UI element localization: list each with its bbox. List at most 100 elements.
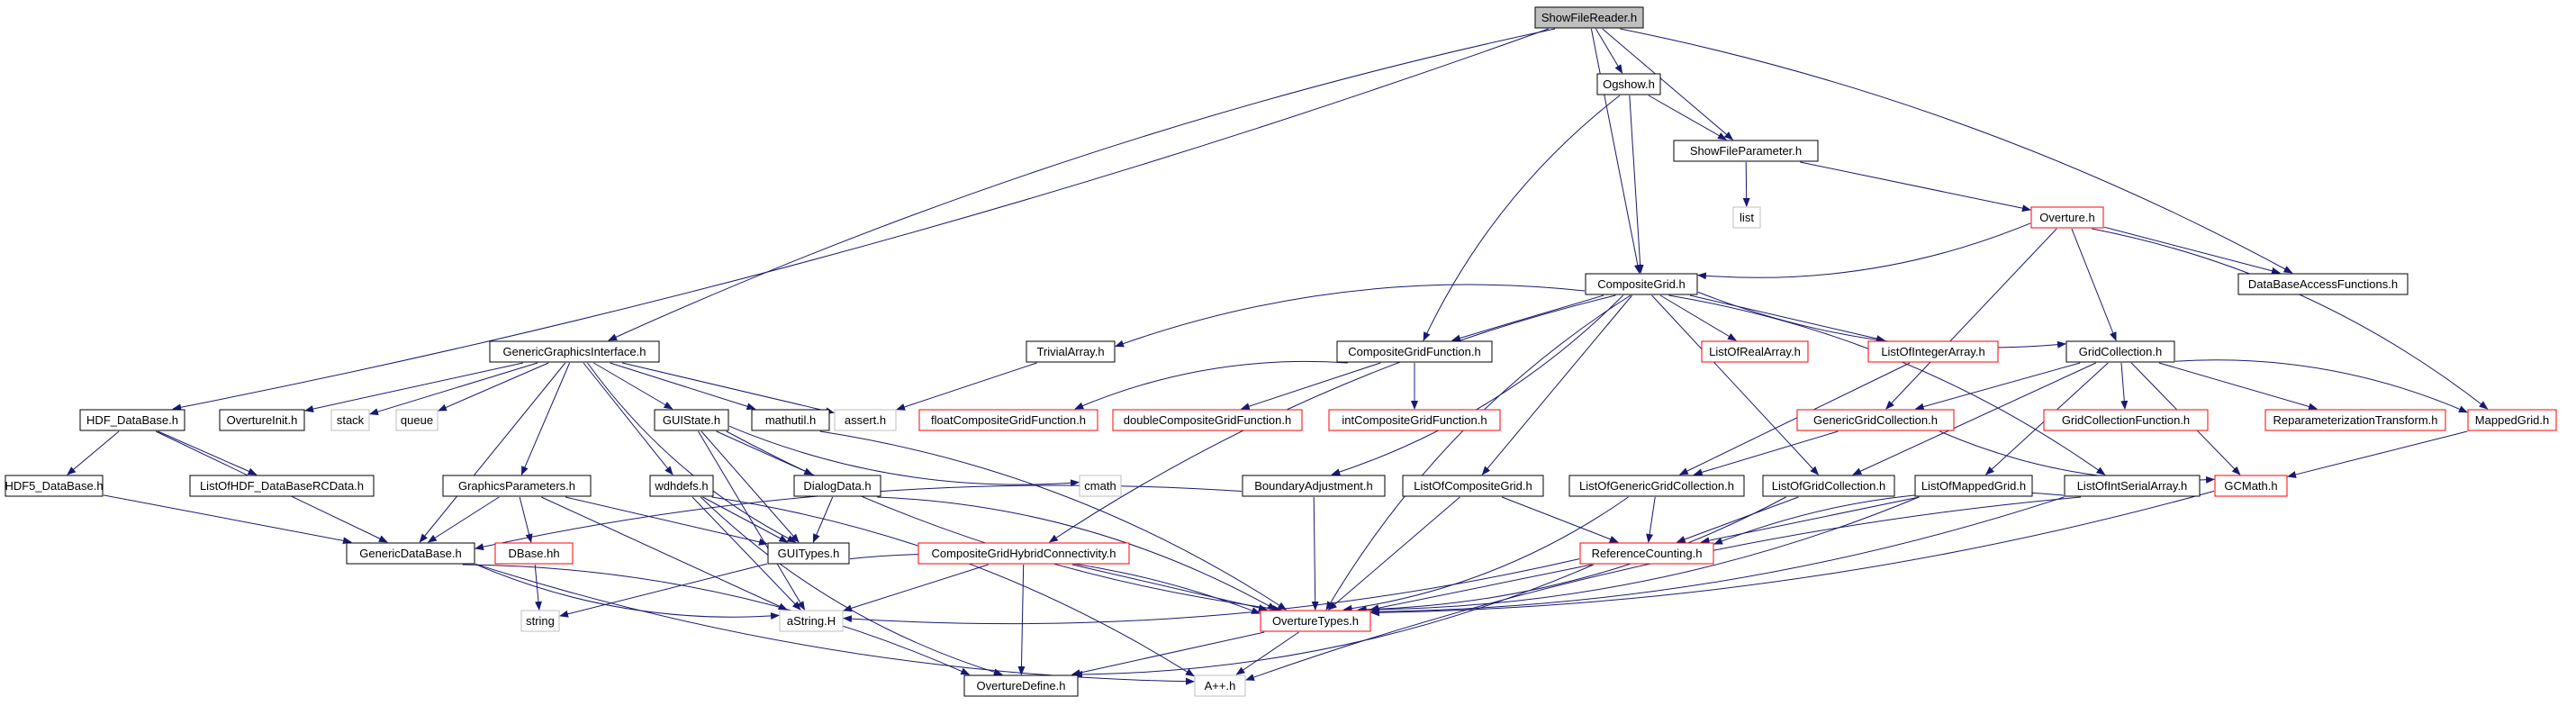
node-listofintserialarray[interactable]: ListOfIntSerialArray.h [2064,475,2201,497]
edge-compositegrid-to-listofintserialarray [1668,294,2106,475]
edge-cghybrid-to-overturedefine [1017,564,1026,675]
node-overture[interactable]: Overture.h [2030,206,2104,229]
node-label: HDF5_DataBase.h [5,479,103,493]
edge-listofmappedgrid-to-overturetypes [1369,496,1920,613]
node-trivialarray[interactable]: TrivialArray.h [1026,340,1116,363]
edge-cgfunction-to-floatcgf [1074,360,1348,410]
node-listofgenericgridcollection[interactable]: ListOfGenericGridCollection.h [1568,475,1745,497]
node-cghybrid[interactable]: CompositeGridHybridConnectivity.h [917,542,1130,565]
node-floatcgf[interactable]: floatCompositeGridFunction.h [918,409,1098,431]
node-referencecounting[interactable]: ReferenceCounting.h [1579,542,1714,565]
node-box [918,409,1098,431]
node-box [1701,340,1809,363]
node-box [654,409,729,431]
node-dbaccess[interactable]: DataBaseAccessFunctions.h [2237,273,2409,295]
node-mappedgrid[interactable]: MappedGrid.h [2467,409,2557,431]
node-label: OvertureDefine.h [977,679,1066,692]
node-listofhdf[interactable]: ListOfHDF_DataBaseRCData.h [189,475,375,497]
node-ogshow[interactable]: Ogshow.h [1596,73,1661,95]
node-guitypes[interactable]: GUITypes.h [767,542,850,565]
node-box [1026,340,1116,363]
edge-ggi-to-mathutil [610,362,756,411]
edge-compositegrid-to-listofintegerarray [1689,294,1885,342]
node-listofgridcollection[interactable]: ListOfGridCollection.h [1762,475,1895,497]
node-box [1242,475,1386,497]
node-box [346,542,475,565]
node-graphicsparameters[interactable]: GraphicsParameters.h [442,475,592,497]
node-label: BoundaryAdjustment.h [1254,479,1373,493]
node-listofrealarray[interactable]: ListOfRealArray.h [1701,340,1809,363]
node-boundaryadjustment[interactable]: BoundaryAdjustment.h [1242,475,1386,497]
node-overturetypes[interactable]: OvertureTypes.h [1260,610,1371,632]
node-box [779,610,844,632]
node-label: TrivialArray.h [1036,345,1104,358]
edge-genericgridcollection-to-listofgenericgridcollection [1693,430,1839,476]
edge-mathutil-to-overturetypes [819,430,1288,611]
edge-overture-to-dbaccess [2103,226,2281,275]
node-box [1260,610,1371,632]
node-reparam[interactable]: ReparameterizationTransform.h [2264,409,2446,431]
node-box [1579,542,1714,565]
node-gcmath[interactable]: GCMath.h [2214,475,2288,497]
edge-listofintegerarray-to-listofgenericgridcollection [1678,362,1911,475]
edge-boundaryadjustment-to-overturetypes [1311,496,1319,611]
node-genericgridcollection[interactable]: GenericGridCollection.h [1796,409,1955,431]
edge-overture-to-compositegrid [1697,222,2031,280]
node-hdfdatabase[interactable]: HDF_DataBase.h [79,409,185,431]
node-queue: queue [395,409,438,431]
node-listofmappedgrid[interactable]: ListOfMappedGrid.h [1914,475,2033,497]
node-listofintegerarray[interactable]: ListOfIntegerArray.h [1867,340,1999,363]
node-label: queue [401,413,433,427]
node-showfilereader[interactable]: ShowFileReader.h [1534,6,1644,29]
node-intcgf[interactable]: intCompositeGridFunction.h [1328,409,1501,431]
node-box [219,409,305,431]
edge-ggi-to-guistate [593,362,673,410]
edge-ggi-to-assert [621,362,835,415]
node-listofcompositegrid[interactable]: ListOfCompositeGrid.h [1402,475,1544,497]
edge-wdhdefs-to-overturedefine [700,496,1003,676]
node-label: ListOfRealArray.h [1709,345,1801,358]
node-box [2065,340,2175,363]
node-label: aString.H [787,614,836,628]
node-compositegrid[interactable]: CompositeGrid.h [1585,273,1698,295]
node-doublecgf[interactable]: doubleCompositeGridFunction.h [1112,409,1303,431]
edge-ggi-to-genericdatabase [419,362,566,543]
node-label: DialogData.h [803,479,871,493]
node-box [1796,409,1955,431]
node-gridcollectionfunction[interactable]: GridCollectionFunction.h [2043,409,2209,431]
node-dbase[interactable]: DBase.hh [494,542,574,565]
node-showfileparameter[interactable]: ShowFileParameter.h [1673,140,1819,162]
edge-ggi-to-wdhdefs [583,362,673,475]
node-cgfunction[interactable]: CompositeGridFunction.h [1336,340,1493,363]
node-box [5,475,104,497]
node-hdf5database[interactable]: HDF5_DataBase.h [5,475,104,497]
node-label: ListOfGridCollection.h [1772,479,1885,493]
node-label: DBase.hh [508,547,559,560]
node-box [1867,340,1999,363]
edge-listofintserialarray-to-aplusplus [1245,496,2082,681]
node-genericdatabase[interactable]: GenericDataBase.h [346,542,475,565]
edge-overture-to-genericgridcollection [1885,228,2057,410]
node-label: ShowFileParameter.h [1690,144,1802,158]
edge-showfileparameter-to-list [1742,161,1750,207]
node-dialogdata[interactable]: DialogData.h [793,475,881,497]
node-box [1194,674,1246,697]
node-box [649,475,714,497]
node-box [494,542,574,565]
edge-guistate-to-astring [698,430,806,611]
node-box [2467,409,2557,431]
node-guistate[interactable]: GUIState.h [654,409,729,431]
node-overtureinit[interactable]: OvertureInit.h [219,409,305,431]
node-box [793,475,881,497]
node-wdhdefs[interactable]: wdhdefs.h [649,475,714,497]
node-gridcollection[interactable]: GridCollection.h [2065,340,2175,363]
edge-ggi-to-overtureinit [304,362,524,412]
node-ggi[interactable]: GenericGraphicsInterface.h [489,340,660,363]
node-overturedefine[interactable]: OvertureDefine.h [963,674,1079,697]
node-mathutil[interactable]: mathutil.h [751,409,830,431]
node-box [1112,409,1303,431]
edge-compositegrid-to-overturetypes [1325,294,1631,611]
edge-listofintserialarray-to-referencecounting [1713,491,2065,545]
edge-guistate-to-cmath [728,425,1080,487]
